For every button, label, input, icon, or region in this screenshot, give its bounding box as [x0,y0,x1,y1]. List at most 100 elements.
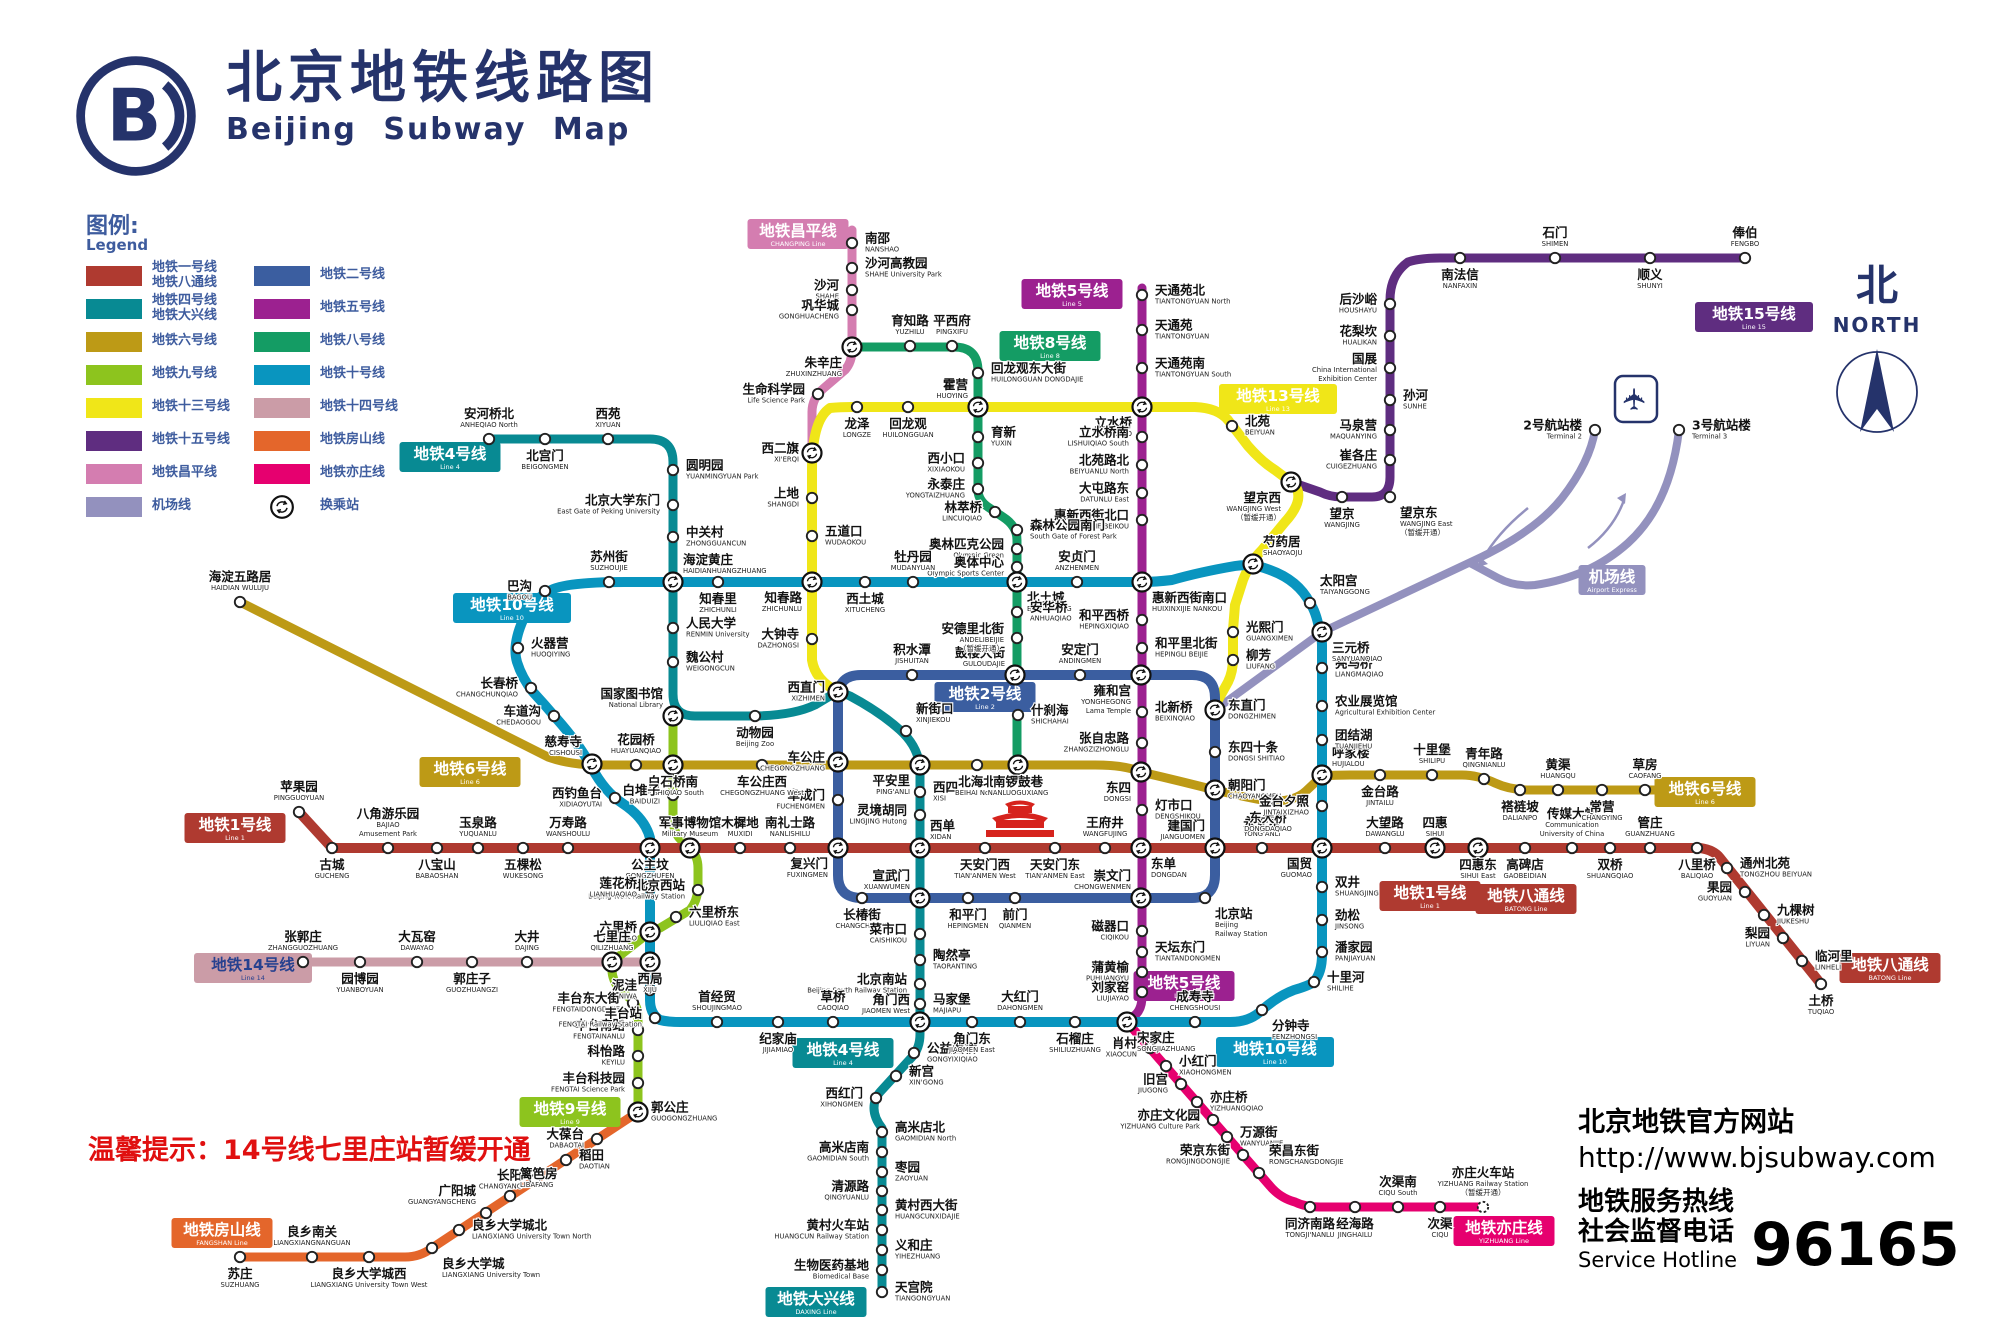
station-name-en: SIHUI East [1460,872,1496,880]
station-name-en: HUAYUANQIAO [611,747,661,755]
station-name-en: Beijing South Railway Station [807,987,907,995]
transfer-station-dot [909,837,931,859]
transfer-station-dot [1311,764,1333,786]
subway-logo: B [76,56,196,176]
station-name-en: Olympic Green [953,552,1004,560]
station-dot [547,709,561,723]
station-name-cn: 海淀五路居 [209,569,272,584]
line-badge-cn: 地铁1号线 [199,815,272,834]
station-dot [889,1069,903,1083]
station-dot [631,1076,645,1090]
legend-color-swatch [254,430,310,451]
station-name-en: RONGCHANGDONGJIE [1269,1158,1344,1166]
station-name-en: ZAOYUAN [895,1175,928,1183]
station-name-en: CIQIKOU [1100,934,1129,942]
station-name-en: ANDINGMEN [1059,657,1102,665]
station-dot [1143,1041,1157,1055]
north-label-en: NORTH [1832,313,1922,337]
station-dot [648,1011,662,1025]
transfer-station-dot [1242,553,1264,575]
legend-row: 地铁昌平线地铁亦庄线 [86,457,422,490]
station-name-cn: 立水桥南 [1079,425,1130,440]
station-name-cn: 林萃桥 [944,500,982,515]
station-dot [1048,841,1062,855]
station-name-cn: 森林公园南门 [1030,518,1105,533]
station-name-cn: 惠新西街北口 [1054,508,1129,523]
legend-item-label: 地铁四号线地铁大兴线 [152,292,218,323]
station-name-en: SHILIPU [1419,757,1445,765]
station-dot [733,841,747,855]
station-name-cn: 立水桥 [1094,415,1132,430]
station-name-cn: 巴沟 [507,579,532,594]
official-site-url[interactable]: http://www.bjsubway.com [1578,1141,1936,1174]
line-line8-path [847,342,1023,770]
station-dot [1135,705,1149,719]
station-dot [913,808,927,822]
station-name-cn: 安定门 [1061,642,1099,657]
station-name-en: SUZHOUJIE [590,564,628,572]
station-name-en: BEIXINQIAO [1155,715,1195,723]
station-dot [855,891,869,905]
station-name-cn: 新宫 [909,1064,934,1079]
station-name-en: Olympic Sports Center [927,570,1004,578]
station-name-en: LIBAFANG [520,1181,553,1189]
station-name-cn: 蒲黄榆 [1091,960,1129,975]
hotline-label-en: Service Hotline [1578,1247,1738,1272]
transfer-station-dot [841,336,863,358]
station-dot [1738,885,1752,899]
line-badge-en: Line 5 [1062,300,1082,308]
station-name-cn: 成寿寺 [1176,989,1214,1004]
line-badge-en: Line 13 [1266,405,1290,413]
station-dot [1098,841,1112,855]
hotline-label-cn2: 社会监督电话 [1578,1216,1735,1247]
station-name-en: RONGJINGDONGJIE [1166,1158,1230,1166]
station-name-en: YIZHUANGQIAO [1209,1105,1263,1113]
station-name-cn: 清源路 [831,1179,869,1194]
station-name-en: SHUANGJING [1335,890,1379,898]
station-name-en: BABAOSHAN [415,872,458,880]
station-name-cn: 回龙观 [889,416,927,431]
station-name-en: XIAOHONGMEN [1179,1069,1232,1077]
station-dot [1595,783,1609,797]
station-name-cn: 太阳宫 [1320,573,1358,588]
station-name-en: LIYUAN [1745,941,1770,949]
station-name-cn: 北宫门 [526,448,564,463]
station-dot [1738,251,1752,265]
station-name-cn: 前门 [1002,907,1027,922]
station-name-en: XIXIAOKOU [927,466,965,474]
legend-item-label: 地铁十四号线 [320,399,399,415]
station-name-cn: 西二旗 [761,441,799,456]
station-dot [1188,1015,1202,1029]
station-dot [1383,329,1397,343]
station-name-cn: 良乡南关 [287,1224,338,1239]
station-name-cn: 牡丹园 [894,549,932,564]
